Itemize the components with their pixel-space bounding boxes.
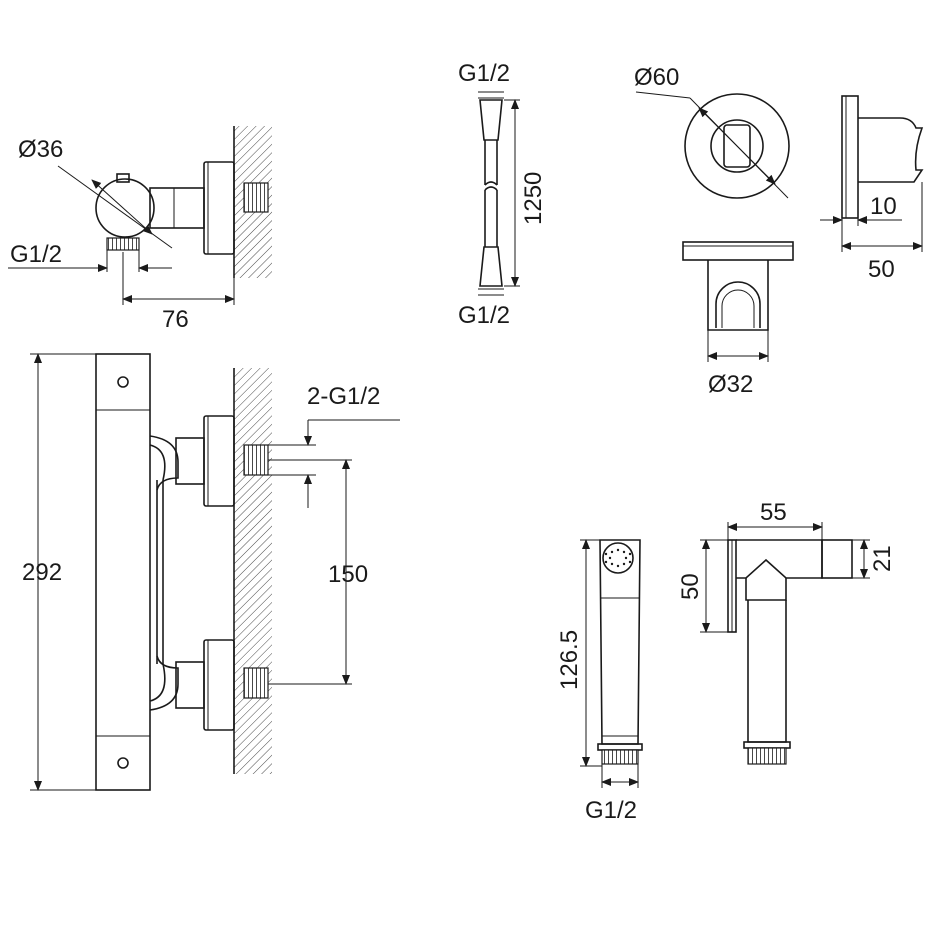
mixer-body bbox=[95, 353, 151, 791]
upper-flange bbox=[203, 415, 235, 507]
wall-hatch-main bbox=[234, 368, 272, 774]
hose-lower-nut bbox=[479, 246, 503, 287]
label-valve-inlet: G1/2 bbox=[10, 241, 62, 268]
upper-connector bbox=[175, 437, 205, 485]
label-centers: 150 bbox=[328, 561, 368, 588]
label-height: 292 bbox=[22, 559, 62, 586]
hose-view: G1/2 1250 G1/2 bbox=[458, 60, 547, 329]
holder-side-view: 10 50 bbox=[820, 95, 924, 283]
lower-connector bbox=[175, 661, 205, 709]
label-spray-length: 126.5 bbox=[556, 630, 583, 690]
dim-line-valve-diameter bbox=[91, 179, 153, 235]
spray-nozzle-face bbox=[602, 542, 634, 574]
spray-front-view: 126.5 G1/2 bbox=[556, 539, 643, 824]
spray-side-view: 55 50 21 bbox=[677, 499, 896, 765]
spray-handle bbox=[599, 539, 641, 745]
flange-front-view: Ø60 bbox=[634, 64, 790, 199]
mounting-hole-bottom bbox=[117, 757, 129, 769]
holder-top-view: Ø32 bbox=[682, 241, 794, 398]
nozzle-holes bbox=[604, 548, 632, 568]
upper-thread bbox=[243, 444, 269, 476]
spray-thread bbox=[601, 749, 639, 765]
label-spray-nozzle: 21 bbox=[869, 545, 896, 572]
spray-nozzle bbox=[821, 539, 853, 579]
label-flange-diameter: Ø60 bbox=[634, 64, 679, 91]
label-spray-height: 50 bbox=[677, 573, 704, 600]
spray-head bbox=[736, 539, 823, 579]
mixer-front-view: 292 2-G1/2 150 bbox=[22, 353, 400, 791]
flange-outer bbox=[684, 93, 790, 199]
label-inlets: 2-G1/2 bbox=[307, 383, 380, 410]
label-hose-top: G1/2 bbox=[458, 60, 510, 87]
label-holder-flange: 10 bbox=[870, 193, 897, 220]
spray-side-handle bbox=[747, 600, 787, 743]
lower-thread bbox=[243, 667, 269, 699]
valve-stem bbox=[149, 187, 205, 229]
lower-flange bbox=[203, 639, 235, 731]
valve-side-view: Ø36 G1/2 76 bbox=[8, 126, 272, 333]
label-hose-bottom: G1/2 bbox=[458, 302, 510, 329]
dim-line-flange-diameter bbox=[698, 107, 776, 185]
hose-upper-nut bbox=[479, 99, 503, 141]
wall-thread-top bbox=[243, 182, 269, 213]
valve-inlet-thread bbox=[106, 237, 140, 251]
mounting-hole-top bbox=[117, 376, 129, 388]
label-holder-diameter: Ø32 bbox=[708, 371, 753, 398]
label-hose-length: 1250 bbox=[520, 172, 547, 225]
label-spray-thread: G1/2 bbox=[585, 797, 637, 824]
valve-knob bbox=[116, 173, 130, 183]
label-holder-depth: 50 bbox=[868, 256, 895, 283]
label-spray-width: 55 bbox=[760, 499, 787, 526]
label-valve-depth: 76 bbox=[162, 306, 189, 333]
label-valve-diameter: Ø36 bbox=[18, 136, 63, 163]
